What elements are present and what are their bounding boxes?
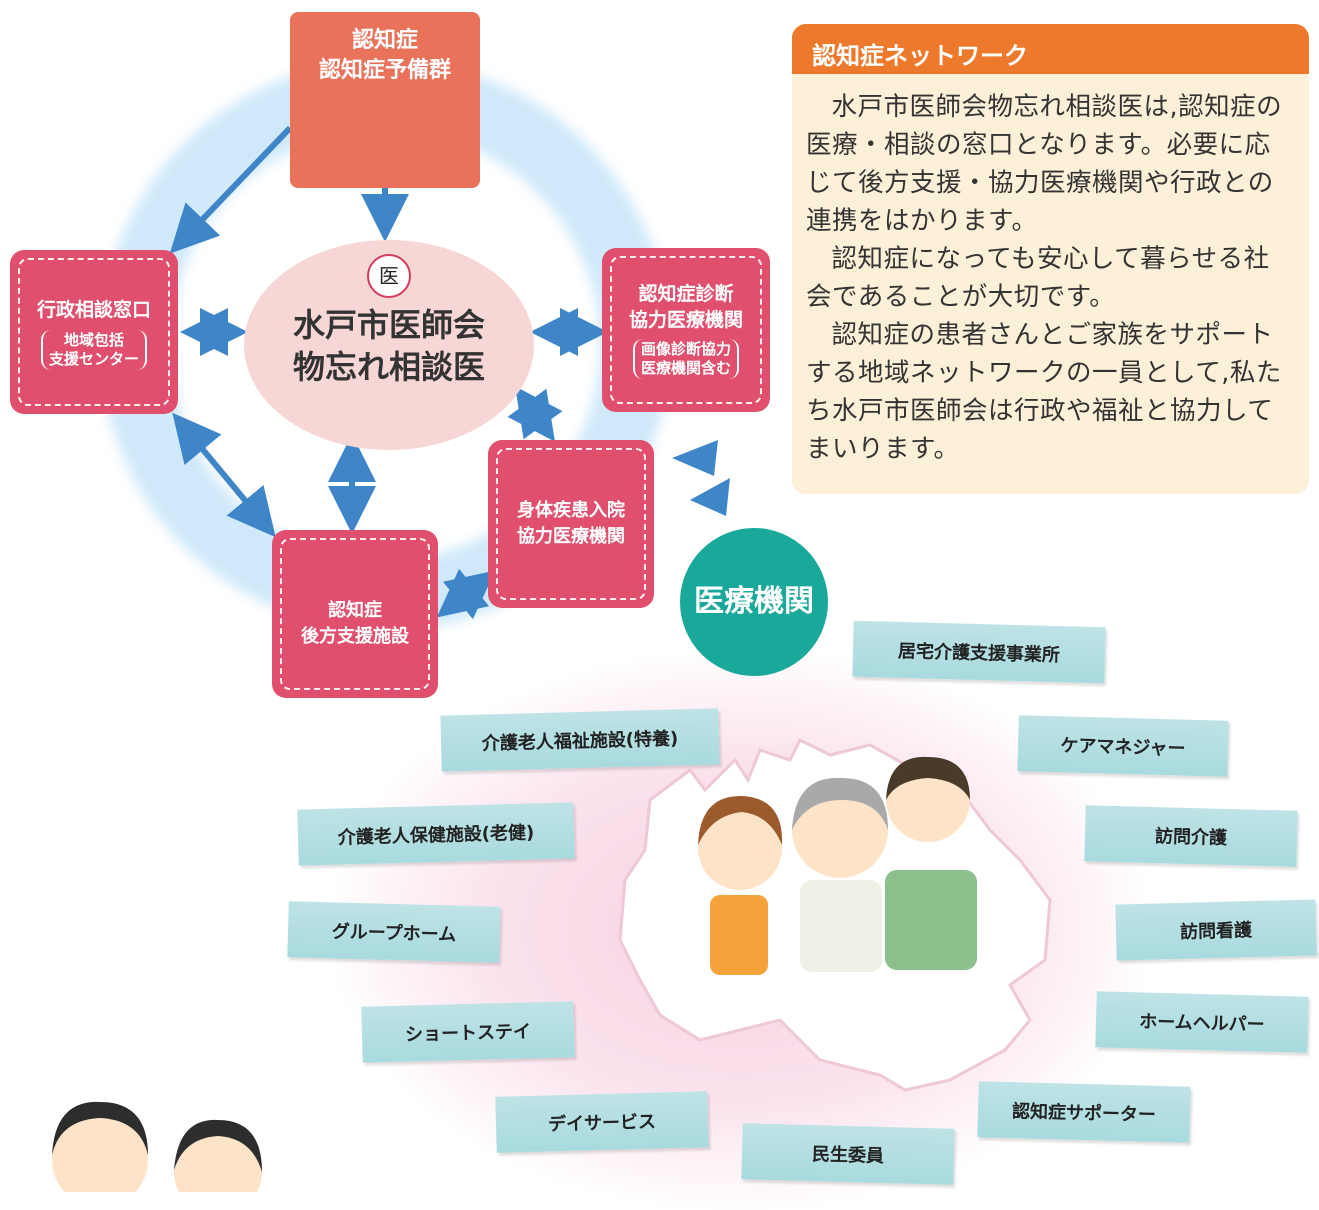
tag-houmon-kaigo: 訪問介護 xyxy=(1084,805,1298,867)
doctors-illustration xyxy=(52,1101,262,1192)
triangle-icon xyxy=(690,478,730,516)
panel-title: 認知症ネットワーク xyxy=(792,24,1309,74)
arrow-left-backup xyxy=(172,412,276,538)
dementia-patients-box: 認知症 認知症予備群 xyxy=(290,12,480,188)
medical-association-seal-icon: 医 xyxy=(367,254,411,298)
backup-line2: 後方支援施設 xyxy=(301,626,409,647)
left-box-sub: 地域包括 支援センター xyxy=(40,329,147,370)
medical-institutions-circle: 医療機関 xyxy=(680,528,828,676)
forgetfulness-consultant-ellipse: 医 水戸市医師会 物忘れ相談医 xyxy=(244,240,534,450)
tag-minsei: 民生委員 xyxy=(741,1123,955,1185)
left-box-sub1: 地域包括 xyxy=(63,330,124,349)
backup-line1: 認知症 xyxy=(328,600,382,621)
right-box-sub: 画像診断協力 医療機関含む xyxy=(632,339,739,379)
right-box-line2: 協力医療機関 xyxy=(628,309,743,331)
inpatient-cooperation-box: 身体疾患入院 協力医療機関 xyxy=(488,440,654,608)
arrow-backup-inpatient xyxy=(436,568,496,620)
tag-short-stay: ショートステイ xyxy=(361,1001,575,1063)
inpatient-line2: 協力医療機関 xyxy=(517,526,625,547)
inpatient-line1: 身体疾患入院 xyxy=(517,500,625,521)
triangle-icon xyxy=(672,440,718,476)
tag-home-helper: ホームヘルパー xyxy=(1095,991,1309,1053)
left-box-sub2: 支援センター xyxy=(48,349,139,368)
center-line2: 物忘れ相談医 xyxy=(292,348,485,386)
family-illustration xyxy=(698,756,977,975)
panel-paragraph-2: 認知症になっても安心して暮らせる社会であることが大切です。 xyxy=(806,244,1270,312)
tag-kyotaku: 居宅介護支援事業所 xyxy=(852,620,1106,684)
tag-group-home: グループホーム xyxy=(287,901,501,963)
tag-houmon-kango: 訪問看護 xyxy=(1115,899,1317,961)
right-box-sub1: 画像診断協力 xyxy=(640,340,731,358)
right-box-line1: 認知症診断 xyxy=(638,283,734,305)
panel-paragraph-3: 認知症の患者さんとご家族をサポートする地域ネットワークの一員として,私たち水戸市… xyxy=(806,320,1282,464)
arrow-center-inpatient xyxy=(507,386,563,442)
tag-roken: 介護老人保健施設(老健) xyxy=(297,802,575,866)
left-box-title: 行政相談窓口 xyxy=(36,298,151,321)
tag-day-service: デイサービス xyxy=(495,1091,709,1153)
dementia-network-panel: 認知症ネットワーク 水戸市医師会物忘れ相談医は,認知症の医療・相談の窓口となりま… xyxy=(792,24,1309,494)
backup-support-facility-box: 認知症 後方支援施設 xyxy=(272,530,438,698)
diagnosis-cooperation-box: 認知症診断 協力医療機関 画像診断協力 医療機関含む xyxy=(602,248,770,412)
tag-supporter: 認知症サポーター xyxy=(977,1081,1191,1143)
center-line1: 水戸市医師会 xyxy=(292,306,485,344)
tag-care-manager: ケアマネジャー xyxy=(1017,715,1229,777)
top-box-line1: 認知症 xyxy=(351,28,418,53)
panel-body: 水戸市医師会物忘れ相談医は,認知症の医療・相談の窓口となります。必要に応じて後方… xyxy=(792,74,1309,468)
arrow-top-to-left xyxy=(169,125,293,254)
right-box-sub2: 医療機関含む xyxy=(640,359,731,377)
administrative-consultation-box: 行政相談窓口 地域包括 支援センター xyxy=(10,250,178,414)
tag-tokuyo: 介護老人福祉施設(特養) xyxy=(440,708,720,772)
panel-paragraph-1: 水戸市医師会物忘れ相談医は,認知症の医療・相談の窓口となります。必要に応じて後方… xyxy=(806,92,1283,236)
top-box-line2: 認知症予備群 xyxy=(318,58,451,83)
